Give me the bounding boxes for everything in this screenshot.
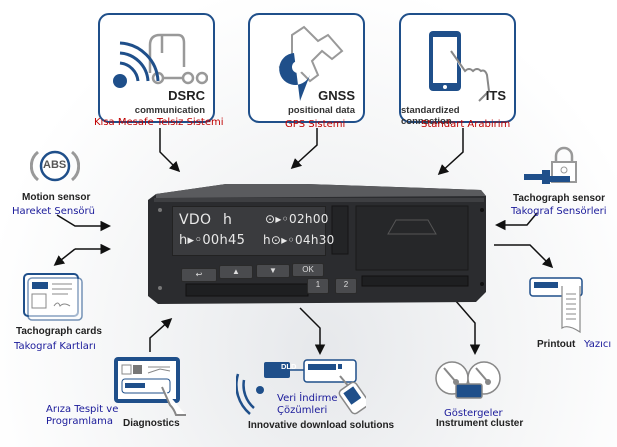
ok-button[interactable]: OK xyxy=(292,263,324,277)
tsensor-tr-label: Takograf Sensörleri xyxy=(511,206,607,217)
gnss-box: GNSS positional data xyxy=(248,13,365,123)
dsrc-tr-label: Kısa Mesafe Telsiz Sistemi xyxy=(94,117,224,128)
gnss-subtitle: positional data xyxy=(287,105,355,116)
dsrc-box: DSRC communication xyxy=(98,13,215,123)
its-tr-label: Standart Arabirim xyxy=(421,119,511,130)
printout-tr-label: Yazıcı xyxy=(584,339,612,350)
display-time3: h⊙▸◦04h30 xyxy=(263,233,335,247)
truck-signal-icon xyxy=(113,33,208,88)
display-time1: ⊙▸◦02h00 xyxy=(265,212,329,226)
diag-en-label: Diagnostics xyxy=(123,418,180,429)
arrow-cards-out xyxy=(53,248,76,266)
up-button[interactable]: ▲ xyxy=(219,265,253,279)
its-subtitle: standardized connection xyxy=(401,105,460,127)
cards-en-label: Tachograph cards xyxy=(16,326,102,337)
display-time2: h▸◦00h45 xyxy=(179,233,246,248)
id-card-icon xyxy=(23,273,83,321)
dld-tr-label-2: Çözümleri xyxy=(277,405,328,416)
diag-tr-label-1: Arıza Tespit ve xyxy=(46,404,119,415)
satellite-pin-icon xyxy=(278,25,344,101)
card2-eject-button[interactable]: 2 xyxy=(335,278,357,294)
arrow-printout xyxy=(494,244,554,269)
abs-icon: ABS xyxy=(29,146,81,186)
dld-badge: DLD xyxy=(281,362,297,371)
arrow-its xyxy=(437,128,464,176)
tsensor-en-label: Tachograph sensor xyxy=(513,193,606,204)
tablet-touch-icon xyxy=(429,31,491,102)
arrow-motion xyxy=(56,214,111,232)
arrow-diagnostics xyxy=(149,317,173,352)
diagnostics-tablet-icon xyxy=(114,357,186,416)
lock-sensor-icon xyxy=(524,146,577,184)
printout-en-label: Printout xyxy=(537,339,576,350)
card1-eject-button[interactable]: 1 xyxy=(307,278,329,294)
arrow-dsrc xyxy=(159,128,181,173)
printout-icon xyxy=(529,277,583,334)
dsrc-subtitle: communication xyxy=(134,105,205,116)
motion-en-label: Motion sensor xyxy=(22,192,91,203)
dsrc-title: DSRC xyxy=(168,88,205,103)
arrow-dld xyxy=(299,307,326,355)
gnss-title: GNSS xyxy=(318,88,355,103)
diag-tr-label-2: Programlama xyxy=(46,416,113,427)
display-vdo: VDO xyxy=(179,212,212,228)
dld-tr-label-1: Veri İndirme xyxy=(277,393,338,404)
download-key-icon xyxy=(236,359,366,415)
its-title: ITS xyxy=(485,88,506,103)
cards-tr-label: Takograf Kartları xyxy=(14,341,96,352)
down-button[interactable]: ▼ xyxy=(256,264,290,278)
arrow-gnss xyxy=(290,128,318,170)
its-box: ITS standardized connection xyxy=(399,13,516,127)
arrow-tsensor xyxy=(495,212,538,231)
gauges-icon xyxy=(435,361,501,399)
back-button[interactable]: ↩ xyxy=(181,268,217,282)
motion-tr-label: Hareket Sensörü xyxy=(12,206,95,217)
display-mode: h xyxy=(223,212,233,228)
abs-icon-text: ABS xyxy=(43,159,67,171)
dld-en-label: Innovative download solutions xyxy=(248,420,395,431)
device-display: VDO h ⊙▸◦02h00 h▸◦00h45 h⊙▸◦04h30 xyxy=(172,206,334,256)
cluster-tr-label: Göstergeler xyxy=(444,408,503,419)
gnss-tr-label: GPS Sistemi xyxy=(285,119,346,130)
cluster-en-label: Instrument cluster xyxy=(436,418,524,429)
arrow-cluster xyxy=(454,299,481,355)
